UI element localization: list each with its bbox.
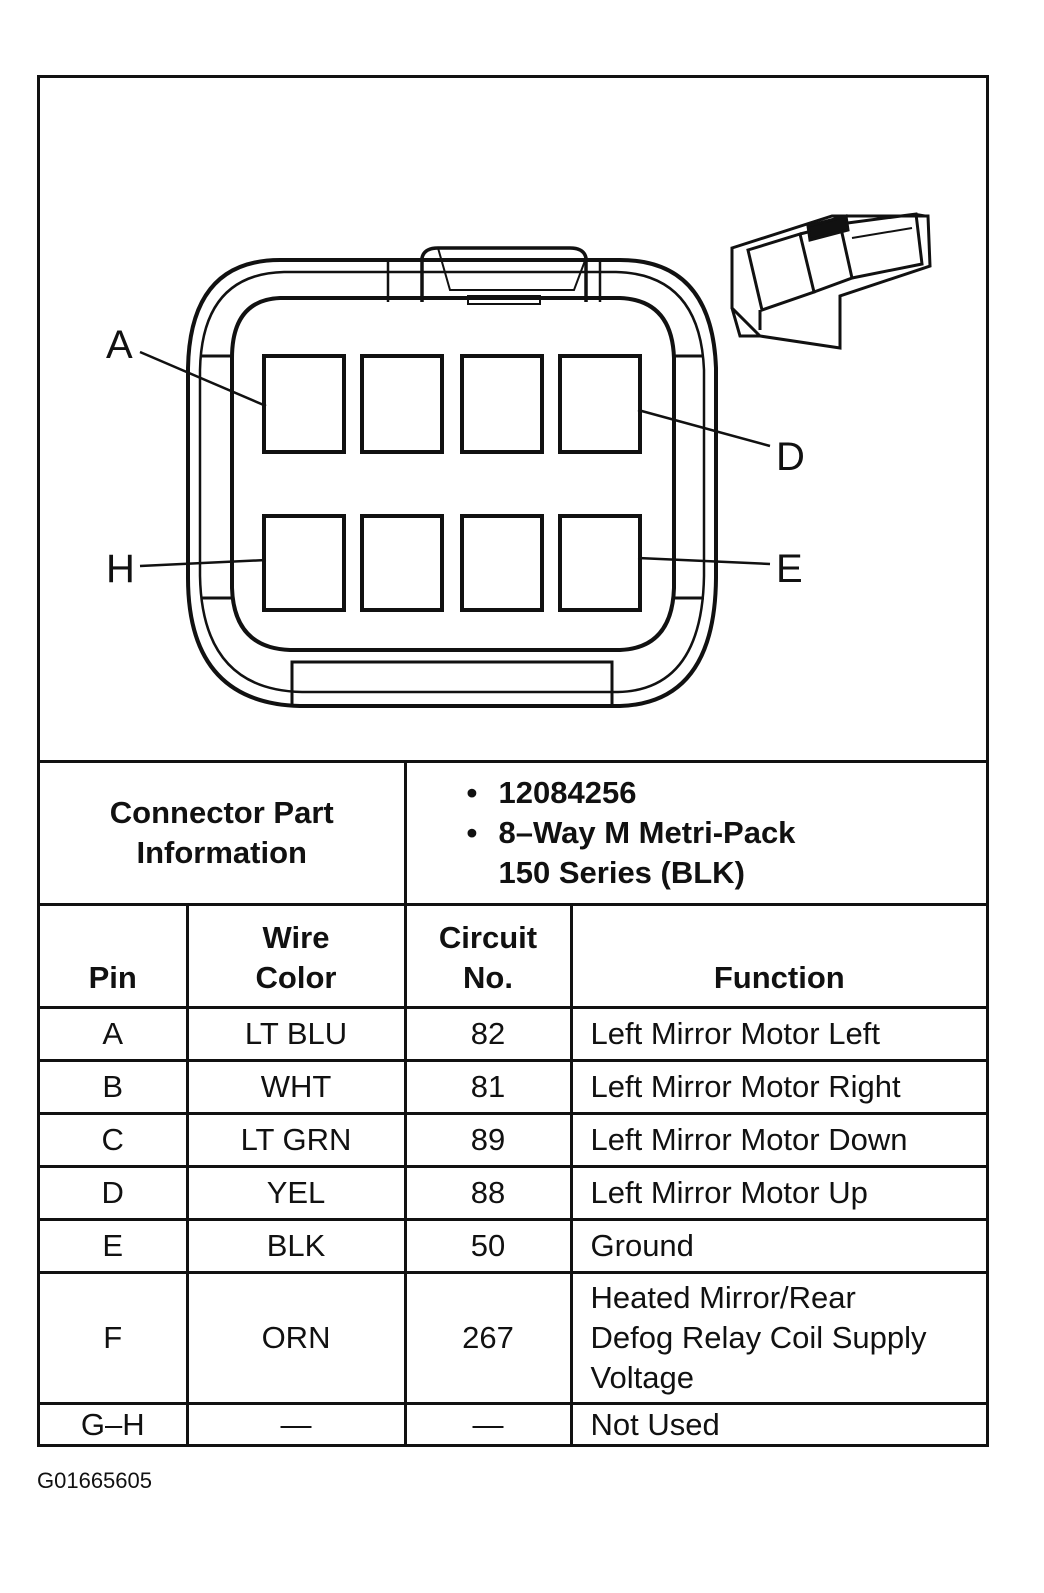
pin-cavity-g — [360, 514, 444, 612]
header-function: Function — [569, 903, 987, 1009]
cell-circuit: 82 — [403, 1006, 573, 1062]
pin-cavity-c — [460, 354, 544, 454]
connector-cavity — [230, 296, 676, 652]
part-info-label-line1: Connector Part — [109, 795, 334, 830]
pin-cavity-d — [558, 354, 642, 454]
cell-function: Ground — [569, 1218, 987, 1274]
cell-pin: E — [40, 1218, 189, 1274]
table-header-row: Pin Wire Color Circuit No. Function — [40, 903, 987, 1009]
header-wire-color: Wire Color — [185, 903, 407, 1009]
pin-label-h: H — [106, 547, 135, 591]
cell-pin: F — [40, 1271, 189, 1405]
pin-cavity-f — [460, 514, 544, 612]
cell-circuit: — — [403, 1402, 573, 1445]
cell-wire: WHT — [185, 1059, 407, 1115]
cell-wire: LT GRN — [185, 1112, 407, 1168]
connector-face-figure: A D H E — [40, 78, 986, 760]
connector-bottom-key — [290, 660, 614, 708]
cell-circuit: 88 — [403, 1165, 573, 1221]
connector-shell-inner-rim — [198, 270, 706, 694]
cell-circuit: 89 — [403, 1112, 573, 1168]
pin-label-d: D — [776, 435, 805, 479]
table-row: F ORN 267 Heated Mirror/Rear Defog Relay… — [40, 1271, 987, 1405]
pin-label-a: A — [106, 323, 133, 367]
table-row: C LT GRN 89 Left Mirror Motor Down — [40, 1112, 987, 1168]
cell-function: Left Mirror Motor Down — [569, 1112, 987, 1168]
connector-info-table: Connector Part Information 12084256 8–Wa… — [40, 760, 987, 1445]
connector-diagram-frame: A D H E C — [37, 75, 989, 1447]
cell-circuit: 81 — [403, 1059, 573, 1115]
cell-circuit: 50 — [403, 1218, 573, 1274]
pin-cavity-e — [558, 514, 642, 612]
table-row: D YEL 88 Left Mirror Motor Up — [40, 1165, 987, 1221]
leader-line-a — [139, 350, 267, 408]
cell-function: Left Mirror Motor Right — [569, 1059, 987, 1115]
connector-latch-inner — [437, 247, 587, 291]
cell-pin: B — [40, 1059, 189, 1115]
part-info-label-line2: Information — [136, 835, 308, 870]
header-circuit-line1: Circuit — [438, 920, 538, 955]
table-row: E BLK 50 Ground — [40, 1218, 987, 1274]
connector-type-line2: 150 Series (BLK) — [498, 855, 745, 890]
table-row: G–H — — Not Used — [40, 1402, 987, 1445]
pin-label-e: E — [776, 547, 803, 591]
header-circuit-line2: No. — [463, 960, 513, 995]
pin-cavity-h — [262, 514, 346, 612]
cell-function: Not Used — [569, 1402, 987, 1445]
cell-pin: A — [40, 1006, 189, 1062]
cell-function: Heated Mirror/Rear Defog Relay Coil Supp… — [569, 1271, 987, 1405]
leader-line-d — [637, 408, 771, 448]
cell-pin: C — [40, 1112, 189, 1168]
cell-function-line2: Defog Relay Coil Supply — [590, 1320, 927, 1355]
connector-type: 8–Way M Metri-Pack 150 Series (BLK) — [467, 813, 987, 893]
part-number: 12084256 — [467, 773, 987, 813]
cell-function-line1: Heated Mirror/Rear — [590, 1280, 856, 1315]
header-circuit-no: Circuit No. — [403, 903, 573, 1009]
cell-wire: ORN — [185, 1271, 407, 1405]
figure-code: G01665605 — [37, 1468, 152, 1493]
cell-pin: G–H — [40, 1402, 189, 1445]
connector-perspective-illustration — [730, 212, 932, 350]
cell-wire: — — [185, 1402, 407, 1445]
part-info-values: 12084256 8–Way M Metri-Pack 150 Series (… — [403, 760, 987, 906]
header-wire-line1: Wire — [262, 920, 330, 955]
cell-circuit: 267 — [403, 1271, 573, 1405]
table-row: A LT BLU 82 Left Mirror Motor Left — [40, 1006, 987, 1062]
connector-latch-tab — [467, 295, 541, 305]
cell-wire: LT BLU — [185, 1006, 407, 1062]
connector-latch — [420, 246, 588, 302]
cell-wire: YEL — [185, 1165, 407, 1221]
leader-line-h — [139, 558, 267, 568]
table-row: B WHT 81 Left Mirror Motor Right — [40, 1059, 987, 1115]
pin-cavity-b — [360, 354, 444, 454]
leader-line-e — [637, 556, 771, 566]
header-wire-line2: Color — [255, 960, 337, 995]
cell-function: Left Mirror Motor Left — [569, 1006, 987, 1062]
header-pin: Pin — [40, 903, 189, 1009]
connector-face-svg: A D H E — [106, 212, 932, 708]
connector-shell-outline — [186, 258, 718, 708]
pin-cavity-a — [262, 354, 346, 454]
cell-function: Left Mirror Motor Up — [569, 1165, 987, 1221]
cell-function-line3: Voltage — [590, 1360, 694, 1395]
cell-pin: D — [40, 1165, 189, 1221]
cell-wire: BLK — [185, 1218, 407, 1274]
part-info-label: Connector Part Information — [40, 760, 407, 906]
connector-type-line1: 8–Way M Metri-Pack — [498, 815, 796, 850]
